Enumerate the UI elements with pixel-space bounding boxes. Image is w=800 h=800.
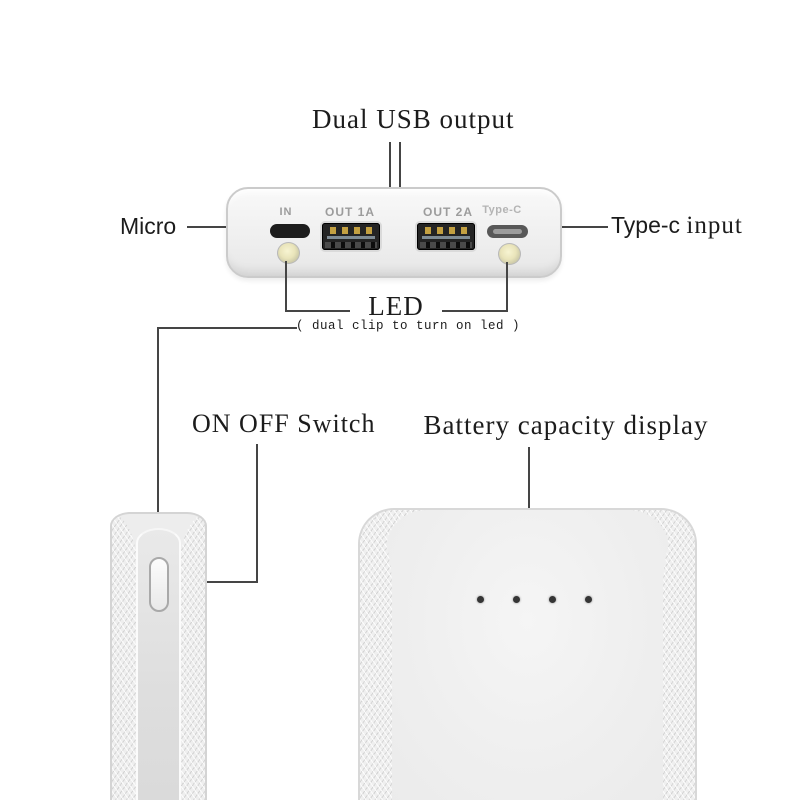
status-led-left [277,242,300,264]
battery-capacity-display-label: Battery capacity display [423,410,709,440]
on-off-callout-line-h [172,581,258,583]
led-callout-line-left-h [286,310,350,312]
usb-a-port-1 [322,223,380,250]
led-callout-line-left-v [285,261,287,312]
on-off-callout-line-v [256,444,258,583]
power-bank-side-view [110,512,207,800]
front-texture-right [663,510,695,800]
power-bank-front-view [358,508,697,800]
type-c-input-label-part2: input [686,212,743,239]
battery-led-dot [585,596,592,603]
port-label-out2a: OUT 2A [422,205,473,219]
type-c-input-label-part1: Type-c [611,212,681,238]
usb-tongue [422,236,470,239]
usb-pins [425,227,467,234]
micro-usb-port [270,224,310,238]
side-texture-left [112,514,138,800]
dual-usb-output-label: Dual USB output [312,104,515,134]
front-center-panel [386,510,669,800]
type-c-input-label: Type-c input [611,212,743,240]
led-note-line-h [158,327,297,329]
type-c-slot [493,229,522,234]
led-label: LED [368,291,424,321]
side-texture-right [179,514,205,800]
type-c-callout-line [527,226,608,228]
port-label-type-c: Type-C [482,204,522,216]
front-texture-left [360,510,392,800]
on-off-switch-label: ON OFF Switch [192,409,376,438]
usb-shield [420,242,472,248]
battery-led-row [477,596,695,608]
micro-label: Micro [120,213,177,239]
on-off-switch-button [149,557,169,612]
power-bank-top-view: IN OUT 1A OUT 2A Type-C [226,187,562,278]
battery-led-dot [477,596,484,603]
status-led-right [498,243,521,265]
port-label-out1a: OUT 1A [324,205,375,219]
led-callout-line-right-h [442,310,508,312]
battery-led-dot [513,596,520,603]
usb-tongue [327,236,375,239]
battery-led-dot [549,596,556,603]
led-note-line-to-switch-v [157,327,159,555]
led-note: ( dual clip to turn on led ) [296,319,521,333]
type-c-port [487,225,528,238]
led-callout-line-right-v [506,262,508,312]
usb-shield [325,242,377,248]
usb-a-port-2 [417,223,475,250]
port-label-in: IN [279,206,293,218]
usb-pins [330,227,372,234]
